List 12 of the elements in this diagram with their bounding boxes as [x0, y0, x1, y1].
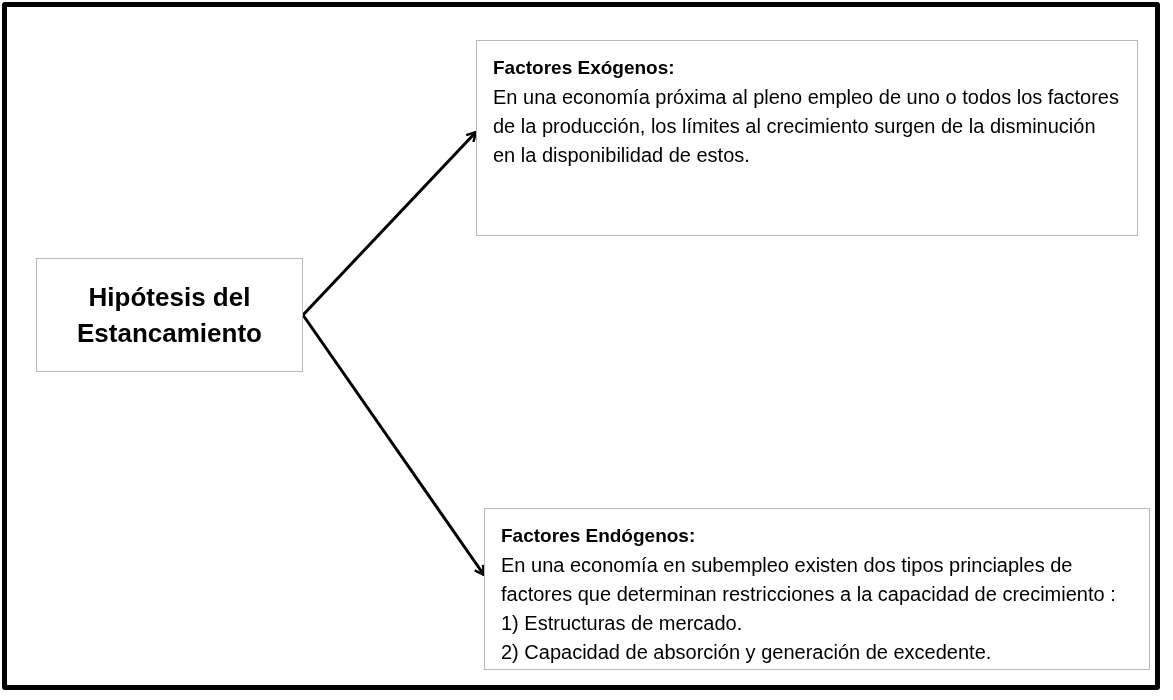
- body-text: En una economía en subempleo existen dos tipos princiaples de factores que determinan restricciones a la capacidad de crecimiento :: [501, 553, 1117, 607]
- heading: Factores Endógenos:: [501, 524, 697, 548]
- text-box: [476, 40, 1138, 236]
- text-box: [484, 508, 1150, 670]
- heading: Factores Exógenos:: [493, 56, 676, 80]
- body-text: En una economía próxima al pleno empleo de uno o todos los factores de la producción, los límites al crecimiento surgen de la disminución en la disponibilidad de estos.: [493, 85, 1120, 168]
- body-text: 2) Capacidad de absorción y generación de excedente.: [501, 640, 993, 665]
- heading: Hipótesis del Estancamiento: [76, 281, 263, 350]
- body-text: 1) Estructuras de mercado.: [501, 611, 744, 636]
- arrow: [301, 314, 486, 577]
- arrow: [301, 130, 478, 317]
- text-box: [36, 258, 303, 372]
